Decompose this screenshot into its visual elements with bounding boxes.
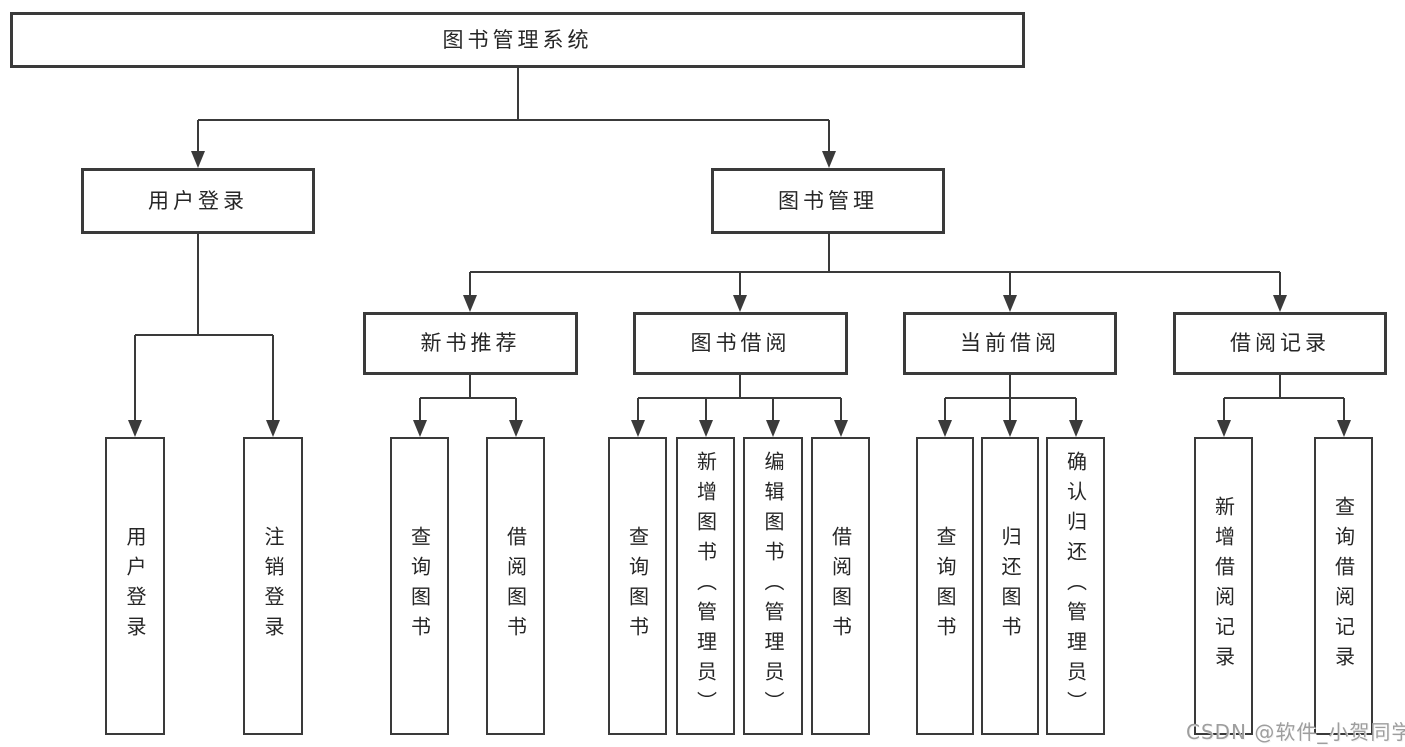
- node-book-management: 图书管理: [711, 168, 945, 234]
- leaf-edit-book-admin: 编辑图书（管理员）: [743, 437, 803, 735]
- watermark: CSDN @软件_小贺同学: [1186, 720, 1405, 744]
- leaf-logout: 注销登录: [243, 437, 303, 735]
- leaf-borrow-books-recommend: 借阅图书: [486, 437, 545, 735]
- leaf-borrow-books-borrowing: 借阅图书: [811, 437, 870, 735]
- leaf-query-books-recommend: 查询图书: [390, 437, 449, 735]
- leaf-add-borrow-record: 新增借阅记录: [1194, 437, 1253, 735]
- node-borrowing-records: 借阅记录: [1173, 312, 1387, 375]
- leaf-confirm-return-admin: 确认归还（管理员）: [1046, 437, 1105, 735]
- leaf-user-login: 用户登录: [105, 437, 165, 735]
- node-book-borrowing: 图书借阅: [633, 312, 848, 375]
- arrowheads: [128, 151, 1351, 437]
- node-current-borrowing: 当前借阅: [903, 312, 1117, 375]
- leaf-query-borrow-record: 查询借阅记录: [1314, 437, 1373, 735]
- node-new-book-recommend: 新书推荐: [363, 312, 578, 375]
- node-root: 图书管理系统: [10, 12, 1025, 68]
- leaf-add-book-admin: 新增图书（管理员）: [676, 437, 735, 735]
- leaf-return-book: 归还图书: [981, 437, 1039, 735]
- leaf-query-books-borrowing: 查询图书: [608, 437, 667, 735]
- leaf-query-books-current: 查询图书: [916, 437, 974, 735]
- node-user-login: 用户登录: [81, 168, 315, 234]
